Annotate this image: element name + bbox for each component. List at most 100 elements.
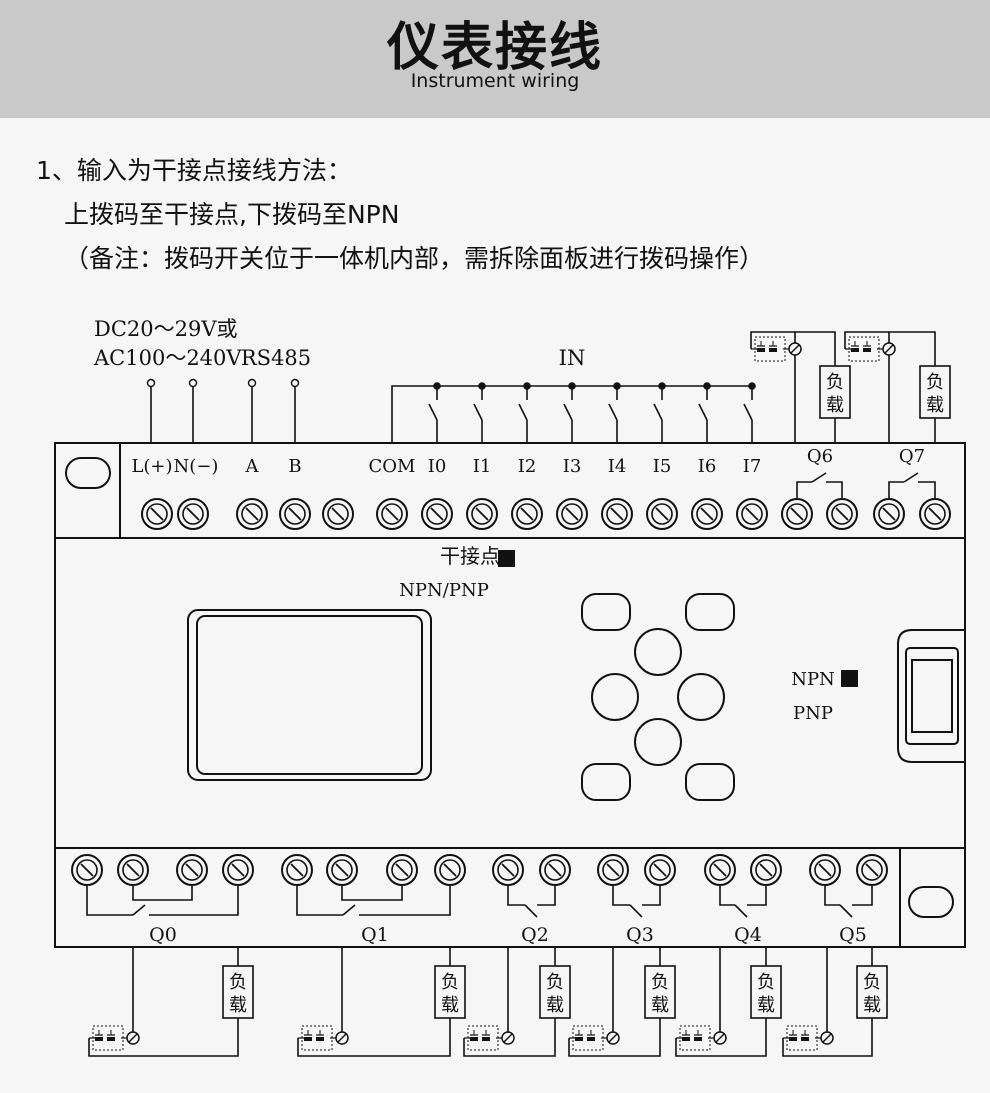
top-terminal-1 xyxy=(177,498,209,530)
load-label-char: 负 xyxy=(757,972,775,993)
battery-plate-negative xyxy=(575,1037,583,1041)
terminal-screw-head xyxy=(696,503,718,525)
relay-switch-blade xyxy=(132,904,146,916)
relay-contact-q4 xyxy=(719,886,735,906)
top-label-i0: I0 xyxy=(428,456,447,477)
top-terminal-3 xyxy=(279,498,311,530)
battery-plate-negative xyxy=(789,1037,797,1041)
q5-load: 负载 xyxy=(856,965,888,1019)
bottom-terminal-2 xyxy=(176,854,208,886)
battery-plate-negative xyxy=(863,348,871,352)
input-dry-contact-switch xyxy=(653,403,663,421)
source-terminal-slot xyxy=(503,1033,513,1043)
mount-hole-left xyxy=(65,457,111,489)
bottom-terminal-10 xyxy=(597,854,629,886)
q3-load: 负载 xyxy=(644,965,676,1019)
key-up xyxy=(634,628,682,676)
terminal-screw-head xyxy=(327,503,349,525)
top-label-i6: I6 xyxy=(698,456,717,477)
terminal-screw-slot xyxy=(186,507,200,521)
terminal-screw-slot xyxy=(818,863,832,877)
key-right xyxy=(677,673,725,721)
terminal-screw-head xyxy=(146,503,168,525)
pnp-label: PNP xyxy=(793,703,833,724)
input-dry-contact-switch xyxy=(473,403,483,421)
input-dry-contact-switch xyxy=(698,403,708,421)
terminal-screw-head xyxy=(76,859,98,881)
power-source-terminal xyxy=(788,342,802,356)
terminal-screw-slot xyxy=(231,863,245,877)
external-lead-terminal xyxy=(146,378,156,388)
load-label-char: 负 xyxy=(441,972,459,993)
key-bottom-right xyxy=(685,763,735,801)
load-label-char: 载 xyxy=(441,995,459,1016)
external-lead-terminal xyxy=(247,378,257,388)
terminal-screw-head xyxy=(331,859,353,881)
battery-plate-negative xyxy=(482,1037,490,1041)
q0-return-wire xyxy=(88,1018,239,1057)
q6-load: 负载 xyxy=(819,365,851,419)
terminal-screw-head xyxy=(284,503,306,525)
top-label-i1: I1 xyxy=(473,456,492,477)
terminal-screw-head xyxy=(741,503,763,525)
bottom-label-q1: Q1 xyxy=(361,924,389,946)
power-source-terminal xyxy=(335,1031,349,1045)
terminal-screw-head xyxy=(831,503,853,525)
terminal-screw-slot xyxy=(335,863,349,877)
load-label-char: 载 xyxy=(546,995,564,1016)
terminal-screw-head xyxy=(786,503,808,525)
page-title: 仪表接线 xyxy=(386,18,603,78)
relay-contact-q7 xyxy=(888,481,904,498)
battery-plate-negative xyxy=(316,1037,324,1041)
instruction-dip-setting: 上拨码至干接点,下拨码至NPN xyxy=(64,200,400,229)
battery-plate-negative xyxy=(801,1037,809,1041)
terminal-screw-slot xyxy=(290,863,304,877)
relay-switch-blade xyxy=(903,472,919,483)
bottom-label-q5: Q5 xyxy=(839,924,867,946)
load-label-char: 负 xyxy=(651,972,669,993)
top-label-com: COM xyxy=(369,456,416,477)
top-label-i4: I4 xyxy=(608,456,627,477)
load-box xyxy=(644,965,676,1019)
header-banner: 仪表接线 Instrument wiring xyxy=(0,0,990,118)
terminal-screw-slot xyxy=(928,507,942,521)
top-label-n: N(−) xyxy=(174,456,219,477)
side-port-outer xyxy=(897,629,965,763)
load-box xyxy=(750,965,782,1019)
bottom-label-q0: Q0 xyxy=(149,924,177,946)
input-dry-contact-switch xyxy=(563,403,573,421)
q4-power-source xyxy=(676,1025,714,1051)
load-box xyxy=(819,365,851,419)
terminal-screw-slot xyxy=(606,863,620,877)
relay-switch-blade xyxy=(524,904,538,918)
terminal-screw-head xyxy=(651,503,673,525)
terminal-screw-slot xyxy=(395,863,409,877)
top-terminal-16 xyxy=(873,498,905,530)
terminal-screw-slot xyxy=(700,507,714,521)
relay-contact-q0-bridge xyxy=(132,886,193,901)
battery-plate-negative xyxy=(694,1037,702,1041)
battery-plate-negative xyxy=(470,1037,478,1041)
bottom-terminal-11 xyxy=(644,854,676,886)
relay-contact-q2 xyxy=(537,886,556,906)
top-label-q6: Q6 xyxy=(807,446,833,467)
battery-plate-negative xyxy=(682,1037,690,1041)
q4-load: 负载 xyxy=(750,965,782,1019)
terminal-screw-head xyxy=(649,859,671,881)
relay-contact-q7 xyxy=(918,481,936,498)
bottom-terminal-14 xyxy=(809,854,841,886)
load-label-char: 负 xyxy=(863,972,881,993)
source-terminal-slot xyxy=(822,1033,832,1043)
relay-contact-q6 xyxy=(826,481,843,498)
key-down xyxy=(634,718,682,766)
bottom-label-q2: Q2 xyxy=(521,924,549,946)
top-terminal-4 xyxy=(322,498,354,530)
terminal-screw-head xyxy=(814,859,836,881)
power-source-terminal xyxy=(606,1031,620,1045)
top-label-a: A xyxy=(245,456,260,477)
terminal-screw-head xyxy=(286,859,308,881)
q2-load: 负载 xyxy=(539,965,571,1019)
external-lead-terminal xyxy=(290,378,300,388)
lcd-screen-inner xyxy=(196,615,423,775)
